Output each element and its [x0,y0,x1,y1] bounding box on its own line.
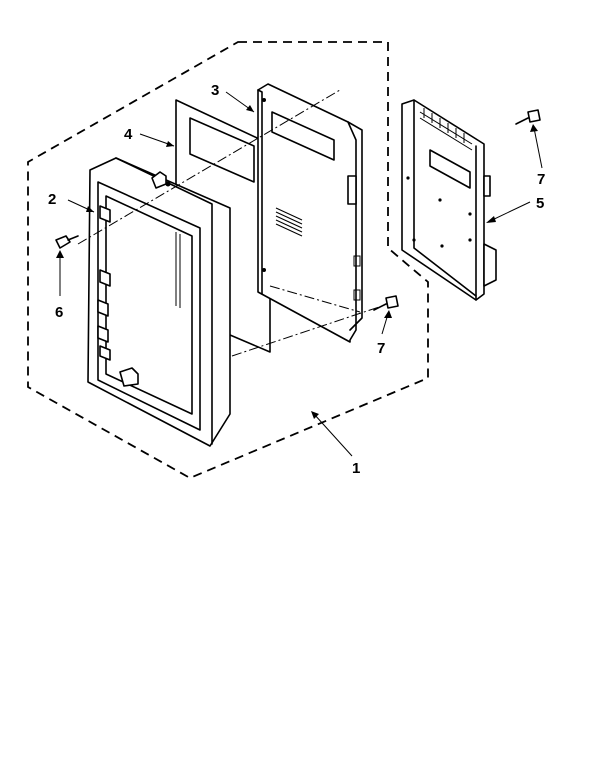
part-7-screw-bracket [373,295,399,311]
part-5-control-board [401,99,497,301]
alignment-line [231,305,383,357]
callout-1: 1 [352,460,360,477]
leader-lines [56,91,543,457]
callout-5: 5 [536,195,544,212]
callout-2: 2 [48,191,56,208]
callout-3: 3 [211,82,219,99]
part-2-frame [87,157,231,447]
part-3-bracket [257,83,363,343]
alignment-line [77,89,341,245]
callout-6: 6 [55,304,63,321]
part-7-screw-board [515,109,541,125]
callout-4: 4 [124,126,133,143]
alignment-line [269,285,361,313]
callout-7-bracket: 7 [377,340,385,357]
assembly-boundary [27,41,429,480]
callout-7-board: 7 [537,171,545,188]
part-6-screw [55,235,79,249]
